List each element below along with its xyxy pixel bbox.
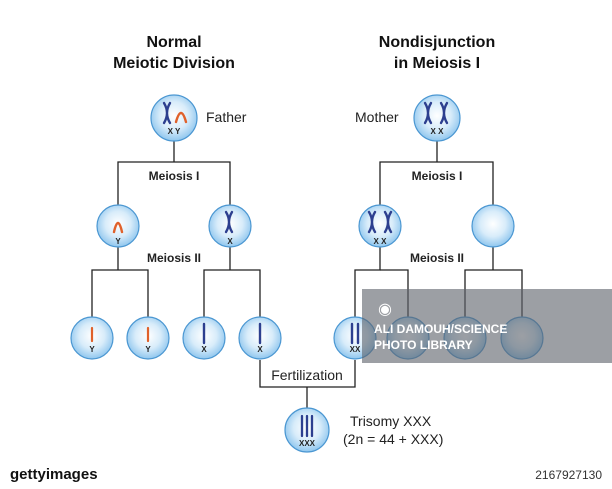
gamete-1-label: Y xyxy=(89,345,95,354)
cell-father: X Y xyxy=(150,94,198,142)
gamete-2-label: Y xyxy=(145,345,151,354)
label-meiosis-2-left: Meiosis II xyxy=(147,251,201,265)
mother-chromosome-label: X X xyxy=(431,127,445,136)
title-normal-line2: Meiotic Division xyxy=(113,55,235,72)
title-nondisjunction: Nondisjunction in Meiosis I xyxy=(347,32,527,74)
camera-aperture-icon: ◉ xyxy=(378,301,392,318)
father-m1-right-label: X xyxy=(227,237,233,246)
label-trisomy-formula: (2n = 44 + XXX) xyxy=(343,431,443,447)
gamete-4: X xyxy=(238,316,282,360)
image-id: 2167927130 xyxy=(535,468,602,482)
watermark-line2: PHOTO LIBRARY xyxy=(374,338,473,352)
label-meiosis-2-right: Meiosis II xyxy=(410,251,464,265)
watermark-line1: ALI DAMOUH/SCIENCE xyxy=(374,322,508,336)
label-meiosis-1-right: Meiosis I xyxy=(412,169,463,183)
cell-mother: X X xyxy=(413,94,461,142)
gamete-1: Y xyxy=(70,316,114,360)
gamete-3: X xyxy=(182,316,226,360)
label-trisomy-name: Trisomy XXX xyxy=(350,413,432,429)
title-nondisjunction-line1: Nondisjunction xyxy=(378,34,496,51)
gamete-4-label: X xyxy=(257,345,263,354)
cell-zygote: XXX xyxy=(284,407,330,453)
label-meiosis-1-left: Meiosis I xyxy=(149,169,200,183)
title-normal-line1: Normal xyxy=(146,34,202,51)
watermark-overlay: ◉ ALI DAMOUH/SCIENCE PHOTO LIBRARY xyxy=(362,289,612,363)
watermark-credit: ALI DAMOUH/SCIENCE PHOTO LIBRARY xyxy=(374,321,507,353)
father-m1-left-label: Y xyxy=(115,237,121,246)
cell-father-meiosis1-y: Y xyxy=(96,204,140,248)
cell-mother-meiosis1-empty xyxy=(471,204,515,248)
father-chromosome-label: X Y xyxy=(168,127,181,136)
gamete-5-label: XX xyxy=(350,345,361,354)
title-normal-meiosis: Normal Meiotic Division xyxy=(84,32,264,74)
title-nondisjunction-line2: in Meiosis I xyxy=(393,55,481,72)
gettyimages-logo[interactable]: gettyimages xyxy=(10,466,98,483)
label-father: Father xyxy=(206,109,247,125)
cell-father-meiosis1-x: X xyxy=(208,204,252,248)
label-fertilization: Fertilization xyxy=(271,367,343,383)
mother-m1-left-label: X X xyxy=(374,237,388,246)
cell-mother-meiosis1-xx: X X xyxy=(358,204,402,248)
label-mother: Mother xyxy=(355,109,399,125)
gamete-2: Y xyxy=(126,316,170,360)
gamete-3-label: X xyxy=(201,345,207,354)
footer-bar: gettyimages 2167927130 xyxy=(0,462,612,489)
zygote-label: XXX xyxy=(299,439,316,448)
